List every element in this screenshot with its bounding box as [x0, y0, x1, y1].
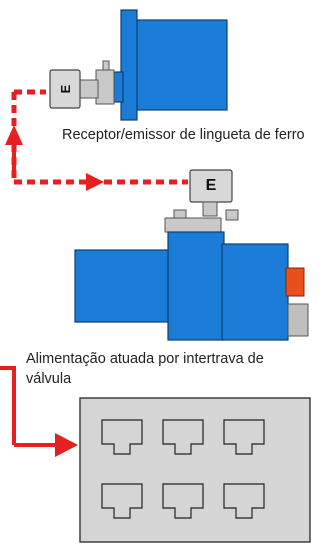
top-device-flange: [120, 9, 138, 121]
top-device-label: Receptor/emissor de lingueta de ferro: [62, 127, 305, 143]
up-arrowhead: [5, 125, 23, 145]
middle-key-tag-letter: E: [205, 177, 217, 194]
socket-6: [223, 483, 265, 519]
middle-device-label-line1: Alimentação atuada por intertrava de: [26, 351, 264, 367]
socket-5: [162, 483, 204, 519]
top-key-tag: [49, 69, 81, 109]
middle-key-stem: [202, 201, 218, 217]
middle-grey-connector: [287, 303, 309, 337]
dashed-arrowhead: [86, 173, 104, 191]
middle-body-center: [167, 231, 225, 341]
socket-2: [162, 419, 204, 455]
top-device-body: [134, 19, 228, 111]
socket-4: [101, 483, 143, 519]
top-device-collar: [95, 69, 115, 105]
middle-top-plate: [164, 217, 222, 233]
valve-interlock-device: [74, 169, 309, 341]
middle-right-tab: [225, 209, 239, 221]
panel-arrowhead: [55, 433, 78, 457]
middle-body-left: [74, 249, 171, 323]
socket-3: [223, 419, 265, 455]
flow-lines: [0, 89, 188, 457]
top-key-shaft: [79, 79, 99, 99]
top-key-tag-letter: E: [58, 84, 73, 94]
middle-orange-cap: [285, 267, 305, 297]
solid-power-path: [0, 366, 16, 445]
socket-panel: [79, 397, 311, 543]
socket-1: [101, 419, 143, 455]
middle-body-right: [221, 243, 289, 341]
top-key-device: [49, 9, 228, 121]
middle-device-label-line2: válvula: [26, 371, 72, 387]
